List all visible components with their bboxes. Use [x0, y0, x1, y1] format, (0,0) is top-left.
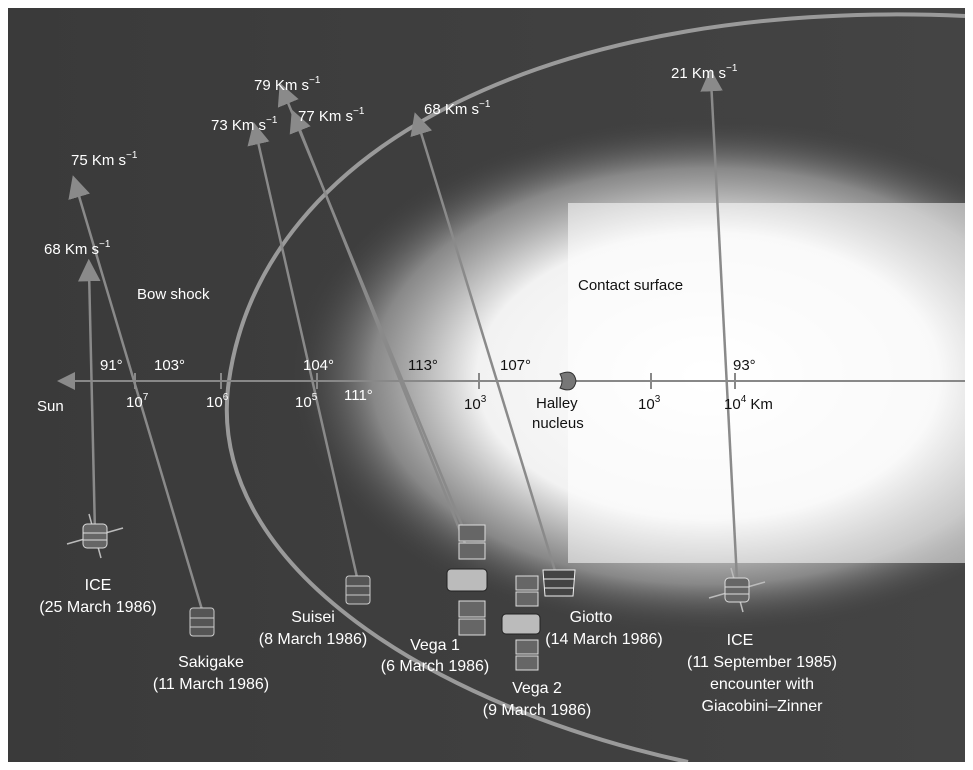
spacecraft-name-suisei: Suisei: [291, 609, 335, 626]
spacecraft-date-vega2: (9 March 1986): [483, 702, 592, 719]
spacecraft-date-ice1985: (11 September 1985): [687, 654, 837, 671]
spacecraft-date-giotto: (14 March 1986): [545, 631, 662, 648]
angle-label: 113°: [408, 357, 438, 374]
trajectory-sakigake: [68, 175, 205, 614]
trajectories: [68, 68, 739, 614]
spacecraft-ice-1986-icon: [66, 513, 124, 559]
spacecraft-name-sakigake: Sakigake: [178, 654, 244, 671]
trajectory-suisei: [247, 122, 361, 587]
spacecraft-name-ice1986: ICE: [85, 577, 112, 594]
velocity-sakigake: 75 Km s−1: [71, 150, 138, 169]
halley-nucleus-icon: [559, 371, 577, 391]
distance-label: 103: [638, 394, 661, 413]
velocity-vega2: 77 Km s−1: [298, 106, 365, 125]
angle-label: 91°: [100, 357, 123, 374]
trajectory-giotto: [410, 112, 558, 575]
velocity-giotto: 68 Km s−1: [424, 99, 491, 118]
trajectory-ice1985: [700, 68, 739, 581]
spacecraft-name-vega1: Vega 1: [410, 637, 460, 654]
distance-label: 104 Km: [724, 394, 773, 413]
axis-ticks: [134, 373, 736, 389]
spacecraft-sakigake-icon: [189, 607, 215, 637]
halley-encounter-diagram: 21 Km s−1 79 Km s−1 73 Km s−1 77 Km s−1 …: [8, 8, 965, 762]
diagram-frame: 21 Km s−1 79 Km s−1 73 Km s−1 77 Km s−1 …: [8, 8, 965, 762]
spacecraft-name-vega2: Vega 2: [512, 680, 562, 697]
angle-label: 107°: [500, 357, 531, 374]
contact-surface-label: Contact surface: [578, 277, 683, 294]
nucleus-label-line2: nucleus: [532, 415, 584, 432]
angle-label: 104°: [303, 357, 334, 374]
distance-label: 105: [295, 392, 318, 411]
bow-shock-curve: [224, 12, 965, 762]
coma-tail: [568, 203, 965, 563]
spacecraft-note-ice1985: encounter with: [710, 676, 814, 693]
spacecraft-target-ice1985: Giacobini–Zinner: [702, 698, 824, 715]
spacecraft-labels: ICE (25 March 1986) Sakigake (11 March 1…: [39, 577, 837, 719]
angle-labels: 91° 103° 104° 111° 113° 107° 93°: [100, 357, 756, 404]
velocity-ice1985: 21 Km s−1: [671, 63, 738, 82]
distance-label: 103: [464, 394, 487, 413]
distance-label: 106: [206, 392, 229, 411]
spacecraft-date-ice1986: (25 March 1986): [39, 599, 156, 616]
spacecraft-date-sakigake: (11 March 1986): [153, 676, 269, 693]
angle-label: 103°: [154, 357, 185, 374]
spacecraft-date-suisei: (8 March 1986): [259, 631, 368, 648]
spacecraft-ice-1985-icon: [708, 567, 766, 613]
trajectory-ice1986: [78, 258, 101, 534]
distance-label: 107: [126, 392, 149, 411]
spacecraft-vega1-icon: [446, 524, 488, 636]
angle-label: 111°: [344, 387, 373, 404]
angle-label: 93°: [733, 357, 756, 374]
spacecraft-giotto-icon: [542, 569, 576, 597]
nucleus-label-line1: Halley: [536, 395, 578, 412]
spacecraft-date-vega1: (6 March 1986): [381, 658, 490, 675]
velocity-vega1: 79 Km s−1: [254, 75, 321, 94]
trajectory-vega2: [289, 109, 472, 557]
velocity-ice1986: 68 Km s−1: [44, 239, 111, 258]
distance-labels: 107 106 105 103 103 104 Km: [126, 392, 773, 413]
velocity-suisei: 73 Km s−1: [211, 115, 278, 134]
velocity-labels: 21 Km s−1 79 Km s−1 73 Km s−1 77 Km s−1 …: [44, 63, 738, 258]
spacecraft-name-giotto: Giotto: [570, 609, 613, 626]
spacecraft-suisei-icon: [345, 575, 371, 605]
sun-label: Sun: [37, 398, 64, 415]
bow-shock-label: Bow shock: [137, 286, 210, 303]
spacecraft-vega2-icon: [501, 575, 541, 671]
spacecraft-name-ice1985: ICE: [727, 632, 754, 649]
